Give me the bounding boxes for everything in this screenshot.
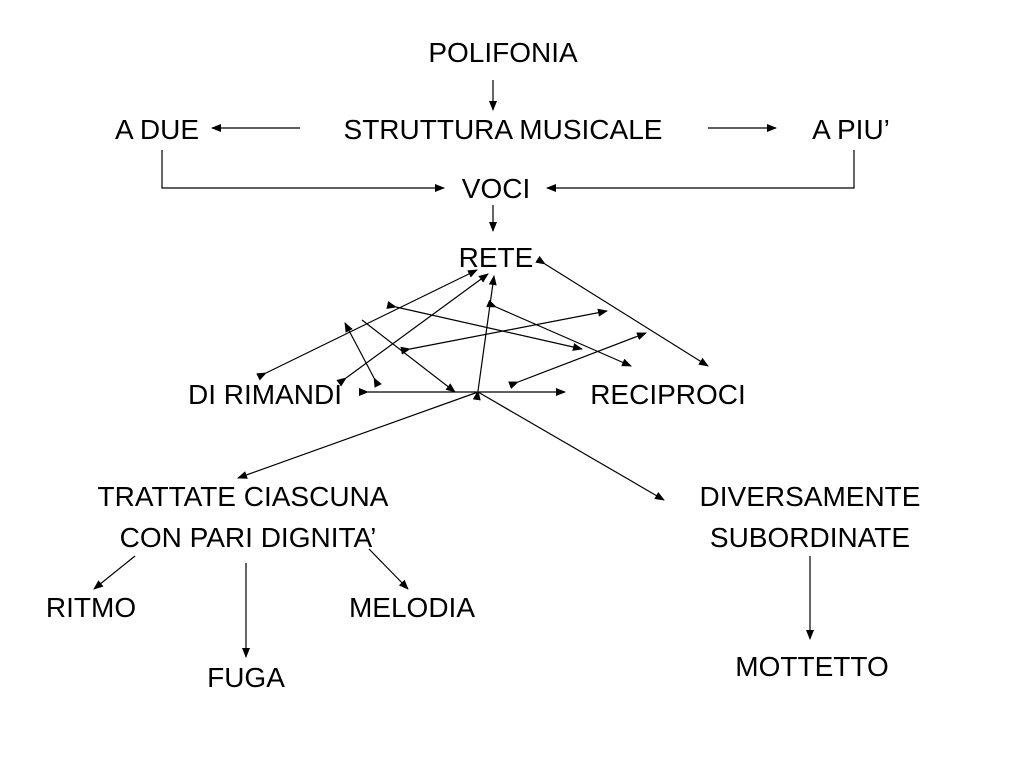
network-arrow-10 — [508, 332, 647, 389]
node-voci: VOCI — [462, 173, 530, 204]
network-arrow-5 — [344, 322, 382, 388]
arrow-a-piu-to-voci — [546, 150, 855, 192]
node-melodia: MELODIA — [349, 592, 475, 623]
node-a-due: A DUE — [115, 114, 199, 145]
arrow-a-due-to-voci — [161, 150, 445, 192]
node-reciproci: RECIPROCI — [590, 379, 746, 410]
node-di-rimandi: DI RIMANDI — [188, 379, 342, 410]
arrow-to-diversamente — [477, 391, 665, 501]
arrow-to-trattate — [237, 391, 479, 479]
node-fuga: FUGA — [207, 662, 285, 693]
node-polifonia: POLIFONIA — [428, 37, 578, 68]
network-arrow-6 — [361, 319, 456, 393]
network-arrow-9 — [486, 299, 632, 367]
network-arrow-1 — [256, 269, 478, 381]
node-a-piu: A PIU’ — [812, 114, 890, 145]
node-trattate-line2: CON PARI DIGNITA’ — [120, 522, 377, 553]
node-diversamente-line2: SUBORDINATE — [710, 522, 910, 553]
arrow-to-melodia — [368, 548, 409, 590]
network-arrow-4 — [535, 255, 709, 367]
node-ritmo: RITMO — [46, 592, 136, 623]
node-struttura-musicale: STRUTTURA MUSICALE — [344, 114, 663, 145]
node-rete: RETE — [459, 242, 534, 273]
node-diversamente-line1: DIVERSAMENTE — [700, 481, 921, 512]
node-mottetto: MOTTETTO — [735, 651, 888, 682]
node-trattate-line1: TRATTATE CIASCUNA — [98, 481, 389, 512]
arrow-to-ritmo — [93, 555, 136, 590]
